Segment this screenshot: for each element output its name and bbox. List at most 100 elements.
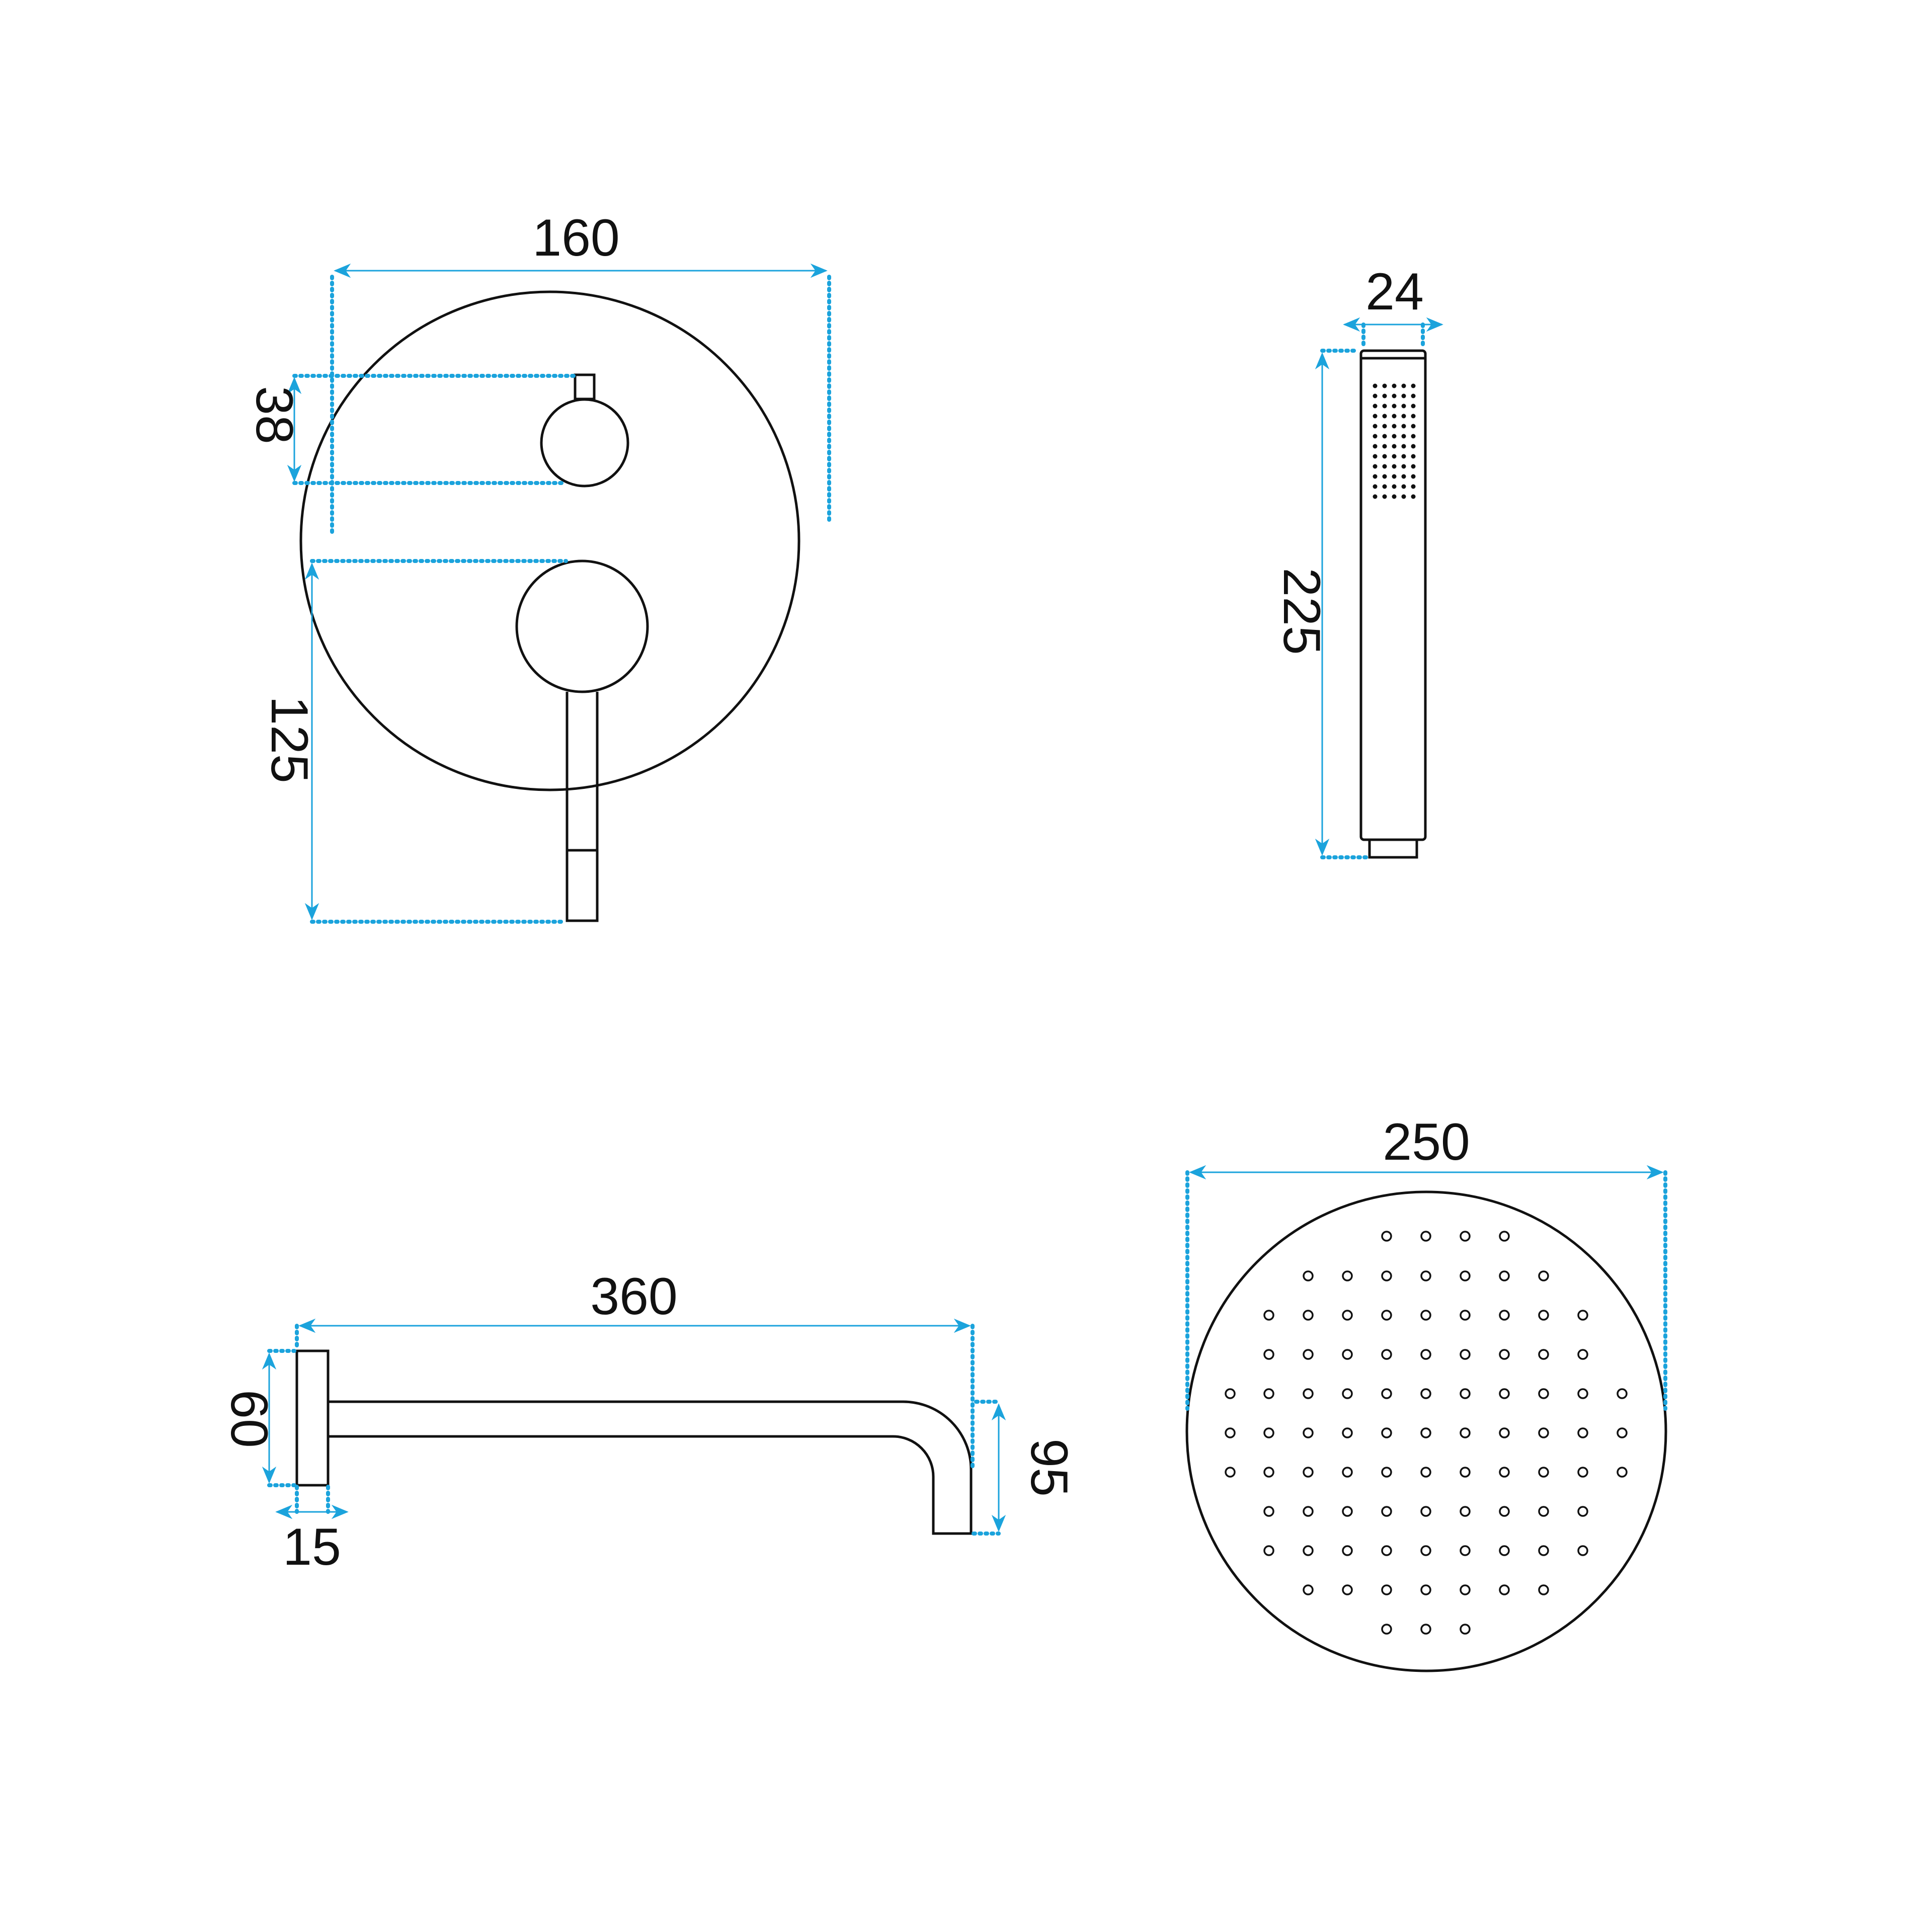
hand-shower-nozzle — [1382, 454, 1387, 459]
shower-head-nozzle — [1342, 1310, 1353, 1321]
shower-head-nozzle — [1342, 1270, 1353, 1281]
hand-shower-nozzle — [1392, 434, 1397, 439]
shower-head-nozzle — [1577, 1388, 1588, 1399]
shower-head-nozzle — [1303, 1310, 1314, 1321]
shower-head-nozzle — [1303, 1349, 1314, 1360]
shower-head-nozzle — [1577, 1310, 1588, 1321]
shower-head-nozzle — [1381, 1506, 1392, 1517]
hand-shower-nozzle — [1411, 424, 1416, 429]
hand-shower-nozzle — [1382, 484, 1387, 489]
hand-shower-nozzle — [1392, 484, 1397, 489]
hand-shower-nozzles — [1373, 383, 1416, 499]
dim-label-arm-flange-depth: 15 — [283, 1518, 341, 1576]
shower-head-nozzle — [1420, 1506, 1431, 1517]
hand-shower-nozzle — [1392, 393, 1397, 398]
shower-head-nozzle — [1263, 1349, 1274, 1360]
wall-mixer: 160 38 125 — [245, 209, 831, 924]
hand-shower-nozzle — [1401, 404, 1406, 409]
shower-head-nozzle — [1225, 1467, 1236, 1478]
hand-shower-nozzle — [1373, 414, 1378, 419]
shower-head-nozzle — [1538, 1270, 1549, 1281]
hand-shower-nozzle — [1382, 494, 1387, 499]
shower-head-nozzle — [1342, 1545, 1353, 1556]
shower-head-nozzle — [1303, 1584, 1314, 1595]
shower-head-nozzle — [1460, 1427, 1471, 1438]
shower-head-nozzle — [1303, 1545, 1314, 1556]
dim-label-arm-flange-height: 60 — [220, 1390, 278, 1448]
hand-shower-nozzle — [1411, 444, 1416, 449]
shower-head-nozzle — [1499, 1545, 1510, 1556]
hand-shower-nozzle — [1411, 393, 1416, 398]
shower-head-nozzle — [1263, 1467, 1274, 1478]
hand-shower-nozzle — [1373, 434, 1378, 439]
shower-head-nozzle — [1499, 1584, 1510, 1595]
shower-head-nozzle — [1263, 1310, 1274, 1321]
hand-shower-nozzle — [1392, 404, 1397, 409]
hand-shower-nozzle — [1382, 464, 1387, 469]
mixer-plate — [299, 290, 800, 791]
shower-head-nozzle — [1342, 1427, 1353, 1438]
dim-mixer-width: 160 — [330, 209, 831, 535]
dim-label-mixer-lever: 125 — [260, 696, 318, 783]
hand-shower-nozzle — [1373, 404, 1378, 409]
hand-shower-nozzle — [1411, 474, 1416, 479]
shower-head-nozzle — [1381, 1310, 1392, 1321]
shower-head-nozzle — [1499, 1388, 1510, 1399]
dim-hand-shower-length: 225 — [1272, 349, 1368, 859]
shower-head-nozzle — [1538, 1310, 1549, 1321]
shower-head-nozzle — [1420, 1584, 1431, 1595]
dim-mixer-lever: 125 — [260, 559, 568, 924]
hand-shower-nozzle — [1401, 474, 1406, 479]
shower-head-nozzle — [1499, 1310, 1510, 1321]
hand-shower-nozzle — [1382, 444, 1387, 449]
shower-head-nozzle — [1577, 1467, 1588, 1478]
shower-head-nozzle — [1577, 1349, 1588, 1360]
dim-mixer-knob: 38 — [245, 374, 576, 485]
shower-head-nozzle — [1499, 1231, 1510, 1242]
shower-head-nozzle — [1420, 1231, 1431, 1242]
hand-shower-nozzle — [1392, 474, 1397, 479]
hand-shower-nozzle — [1392, 414, 1397, 419]
shower-head-nozzle — [1460, 1584, 1471, 1595]
shower-head-nozzle — [1577, 1506, 1588, 1517]
shower-head-nozzle — [1381, 1349, 1392, 1360]
dim-arm-flange-height: 60 — [220, 1349, 296, 1487]
hand-shower-nozzle — [1373, 484, 1378, 489]
shower-head-nozzle — [1617, 1427, 1628, 1438]
hand-shower-nozzle — [1382, 424, 1387, 429]
hand-shower-nozzle — [1401, 414, 1406, 419]
dim-label-head-diameter: 250 — [1383, 1113, 1470, 1171]
shower-head-nozzle — [1381, 1388, 1392, 1399]
shower-head-nozzle — [1499, 1270, 1510, 1281]
shower-head-nozzle — [1460, 1270, 1471, 1281]
hand-shower-nozzle — [1401, 424, 1406, 429]
shower-head-nozzle — [1303, 1388, 1314, 1399]
hand-shower: 24 225 — [1272, 263, 1443, 859]
hand-shower-nozzle — [1373, 444, 1378, 449]
shower-head-nozzle — [1460, 1506, 1471, 1517]
shower-head-nozzle — [1342, 1584, 1353, 1595]
hand-shower-nozzle — [1392, 424, 1397, 429]
hand-shower-nozzle — [1411, 494, 1416, 499]
shower-head-nozzle — [1538, 1467, 1549, 1478]
shower-head-nozzle — [1342, 1467, 1353, 1478]
shower-head-nozzle — [1538, 1388, 1549, 1399]
hand-shower-nozzle — [1401, 464, 1406, 469]
hand-shower-nozzle — [1373, 424, 1378, 429]
shower-head-nozzle — [1617, 1388, 1628, 1399]
dim-hand-shower-width: 24 — [1343, 263, 1443, 349]
shower-head-nozzle — [1499, 1467, 1510, 1478]
shower-head-nozzle — [1460, 1231, 1471, 1242]
shower-head-nozzle — [1577, 1545, 1588, 1556]
hand-shower-nozzle — [1401, 383, 1406, 388]
hand-shower-nozzle — [1401, 494, 1406, 499]
shower-head-nozzle — [1538, 1545, 1549, 1556]
dim-label-hand-shower-length: 225 — [1272, 568, 1331, 655]
shower-head-nozzle — [1381, 1270, 1392, 1281]
dim-label-arm-length: 360 — [590, 1267, 678, 1326]
hand-shower-nozzle — [1382, 474, 1387, 479]
shower-head-nozzle — [1263, 1388, 1274, 1399]
hand-shower-nozzle — [1411, 484, 1416, 489]
dim-arm-length: 360 — [295, 1267, 975, 1469]
